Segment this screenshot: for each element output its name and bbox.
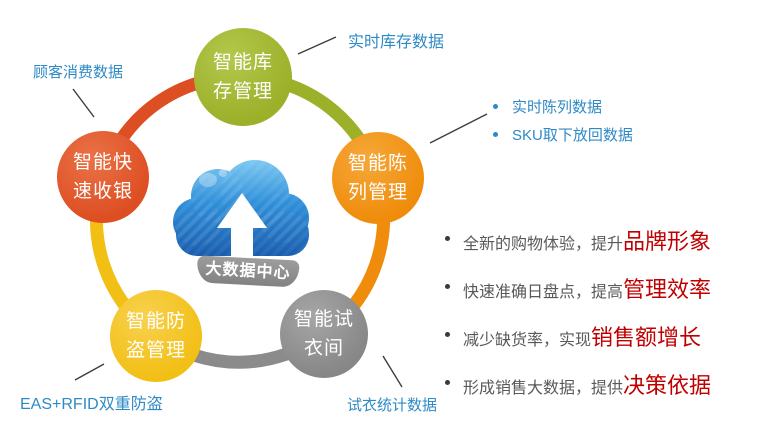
bullet-icon <box>493 103 498 109</box>
data-center-banner: 大数据中心 <box>196 255 300 288</box>
node-label: 智能试 衣间 <box>294 305 354 363</box>
leader-line-fitting <box>382 355 403 388</box>
display-data-list: 实时陈列数据 SKU取下放回数据 <box>493 96 633 152</box>
cloud-highlight <box>219 169 227 177</box>
bullet-icon <box>493 131 498 137</box>
benefit-highlight: 销售额增长 <box>591 325 702 350</box>
list-item-label: SKU取下放回数据 <box>512 126 633 144</box>
benefit-highlight: 品牌形象 <box>623 229 712 254</box>
node-smart-fitting-room: 智能试 衣间 <box>280 290 368 378</box>
benefit-highlight: 管理效率 <box>623 277 712 302</box>
bullet-icon <box>445 236 450 241</box>
node-label-line: 智能防 <box>125 311 186 332</box>
node-label-line: 智能试 <box>293 309 354 330</box>
benefit-text: 快速准确日盘点，提高 <box>463 284 624 301</box>
cloud-highlight <box>199 173 217 187</box>
node-label-line: 衣间 <box>303 338 344 359</box>
benefit-item: 全新的购物体验，提升 品牌形象 <box>443 224 711 256</box>
list-item: SKU取下放回数据 <box>493 124 633 144</box>
bullet-icon <box>445 332 450 337</box>
bullet-icon <box>445 380 450 385</box>
list-item-label: 实时陈列数据 <box>512 98 603 116</box>
callout-realtime-inventory-data: 实时库存数据 <box>348 34 445 51</box>
node-label: 智能陈 列管理 <box>348 149 408 207</box>
node-label-line: 存管理 <box>212 81 273 102</box>
node-label-line: 盗管理 <box>125 340 186 361</box>
node-label-line: 列管理 <box>347 182 408 203</box>
leader-line-customer <box>72 88 95 118</box>
benefit-item: 减少缺货率，实现 销售额增长 <box>443 320 711 352</box>
benefit-text: 形成销售大数据，提供 <box>463 380 624 397</box>
benefit-item: 快速准确日盘点，提高 管理效率 <box>443 272 711 304</box>
node-smart-antitheft: 智能防 盗管理 <box>110 290 202 382</box>
node-label-line: 智能库 <box>212 52 273 73</box>
benefit-item: 形成销售大数据，提供 决策依据 <box>443 368 711 400</box>
node-smart-display: 智能陈 列管理 <box>332 132 424 224</box>
node-smart-checkout: 智能快 速收银 <box>57 131 149 223</box>
upload-arrow-icon <box>217 193 267 256</box>
bullet-icon <box>445 284 450 289</box>
node-label: 智能库 存管理 <box>213 48 273 106</box>
leader-line-antitheft <box>74 363 105 381</box>
benefits-list: 全新的购物体验，提升 品牌形象 快速准确日盘点，提高 管理效率 减少缺货率，实现… <box>443 224 711 416</box>
benefit-highlight: 决策依据 <box>623 373 712 398</box>
callout-eas-rfid: EAS+RFID双重防盗 <box>20 396 163 413</box>
callout-customer-data: 顾客消费数据 <box>33 64 124 81</box>
callout-fitting-stats: 试衣统计数据 <box>347 397 438 414</box>
list-item: 实时陈列数据 <box>493 96 633 116</box>
node-smart-inventory: 智能库 存管理 <box>194 28 292 126</box>
node-label-line: 智能陈 <box>347 153 408 174</box>
benefit-text: 减少缺货率，实现 <box>463 332 592 349</box>
benefit-text: 全新的购物体验，提升 <box>463 236 624 253</box>
node-label: 智能防 盗管理 <box>126 307 186 365</box>
node-label-line: 智能快 <box>72 152 133 173</box>
leader-line-display <box>429 113 488 144</box>
big-data-cloud-icon <box>173 160 309 256</box>
node-label-line: 速收银 <box>72 181 133 202</box>
leader-line-inventory <box>297 36 337 55</box>
node-label: 智能快 速收银 <box>73 148 133 206</box>
